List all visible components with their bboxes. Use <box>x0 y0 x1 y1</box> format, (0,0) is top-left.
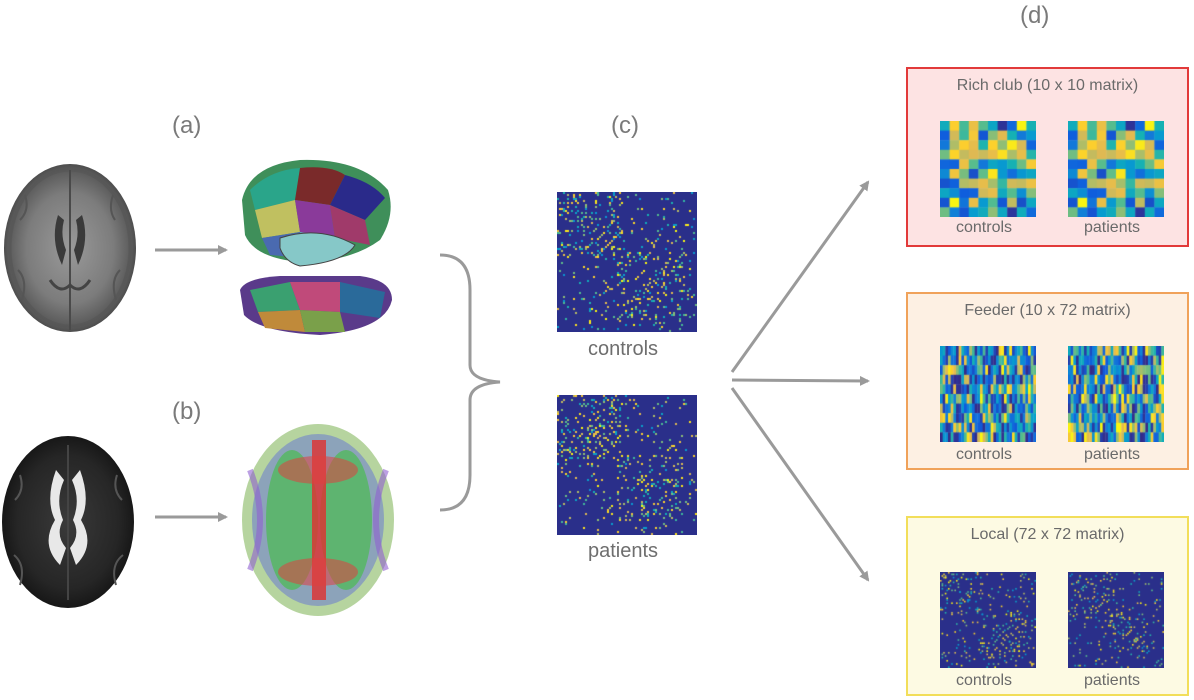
arrow-rich-club <box>730 180 870 373</box>
tractography-icon <box>242 424 394 616</box>
arrow-feeder <box>731 375 870 386</box>
rich-club-patients-label: patients <box>1084 219 1141 236</box>
step-a-label: (a) <box>172 112 202 139</box>
feeder-controls-label: controls <box>956 446 1013 463</box>
rich-club-controls-label: controls <box>956 219 1013 236</box>
local-title: Local (72 x 72 matrix) <box>970 526 1125 543</box>
feeder-title: Feeder (10 x 72 matrix) <box>964 302 1131 319</box>
patients-connectivity-matrix <box>557 395 697 535</box>
step-b-label: (b) <box>172 398 202 425</box>
arrow-local <box>730 387 870 582</box>
controls-connectivity-matrix <box>557 192 697 332</box>
feeder-panel: Feeder (10 x 72 matrix) controls patient… <box>906 292 1189 470</box>
local-patients-label: patients <box>1084 672 1141 689</box>
feeder-patients-matrix <box>1068 346 1164 442</box>
cortical-parcellation-icon <box>240 159 392 335</box>
local-controls-label: controls <box>956 672 1013 689</box>
feeder-patients-label: patients <box>1084 446 1141 463</box>
rich-club-title: Rich club (10 x 10 matrix) <box>956 77 1139 94</box>
patients-label: patients <box>588 540 659 562</box>
feeder-controls-matrix <box>940 346 1036 442</box>
step-d-label: (d) <box>1020 2 1050 29</box>
rich-club-panel: Rich club (10 x 10 matrix) controls pati… <box>906 67 1189 247</box>
rich-club-controls-matrix <box>940 121 1036 217</box>
t1-brain-scan-icon <box>0 160 140 340</box>
rich-club-patients-matrix <box>1068 121 1164 217</box>
controls-label: controls <box>588 338 659 360</box>
local-patients-matrix <box>1068 572 1164 668</box>
step-c-label: (c) <box>611 112 639 139</box>
local-panel: Local (72 x 72 matrix) controls patients <box>906 516 1189 696</box>
local-controls-matrix <box>940 572 1036 668</box>
diffusion-brain-scan-icon <box>2 436 134 608</box>
merge-bracket <box>439 253 501 512</box>
